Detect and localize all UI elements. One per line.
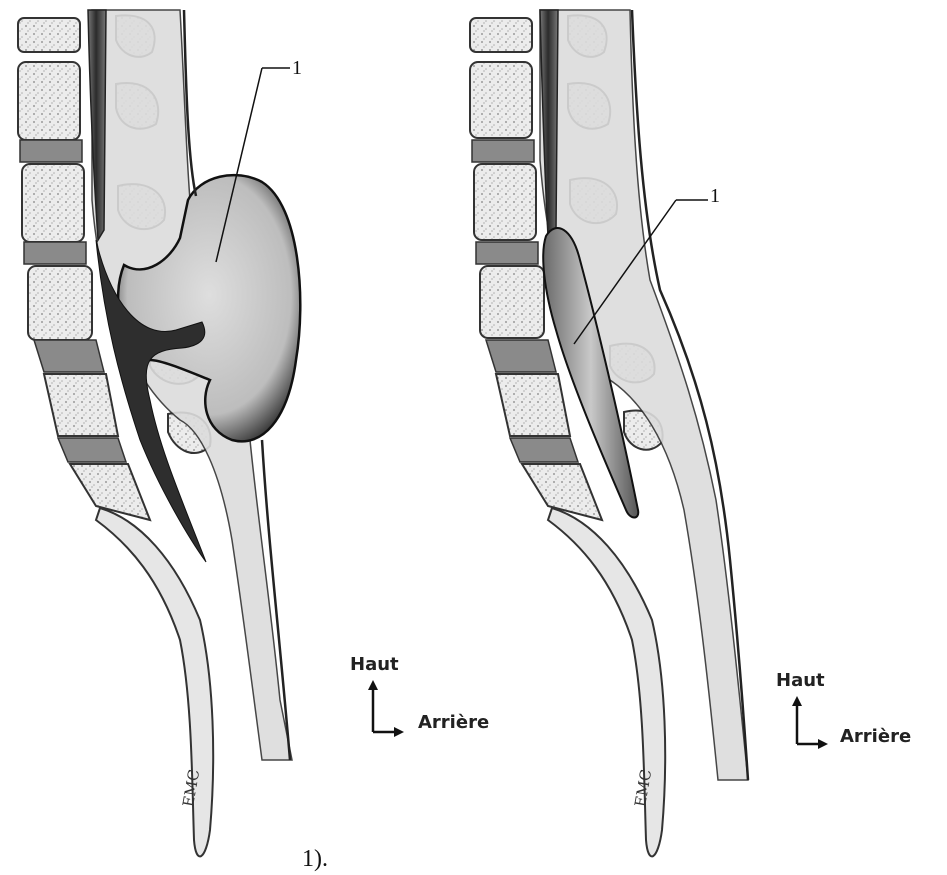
left-spinal-cord	[88, 10, 106, 240]
right-orientation-back-label: Arrière	[840, 726, 911, 747]
right-callout-number: 1	[710, 185, 720, 207]
left-back-arrow-icon	[394, 727, 404, 737]
right-orientation-up-label: Haut	[776, 670, 825, 691]
right-panel-lipoma: 1 Haut Arrière EMC	[470, 10, 911, 856]
left-orientation-indicator: Haut Arrière	[350, 654, 489, 737]
left-orientation-back-label: Arrière	[418, 712, 489, 733]
right-back-arrow-icon	[818, 739, 828, 749]
caption-fragment: 1).	[302, 846, 328, 872]
right-spinal-cord	[540, 10, 558, 236]
right-up-arrow-icon	[792, 696, 802, 706]
left-orientation-up-label: Haut	[350, 654, 399, 675]
left-panel-meningocele: 1 Haut Arrière EMC 1).	[18, 10, 489, 872]
right-orientation-indicator: Haut Arrière	[776, 670, 911, 749]
left-callout-number: 1	[292, 57, 302, 79]
left-up-arrow-icon	[368, 680, 378, 690]
